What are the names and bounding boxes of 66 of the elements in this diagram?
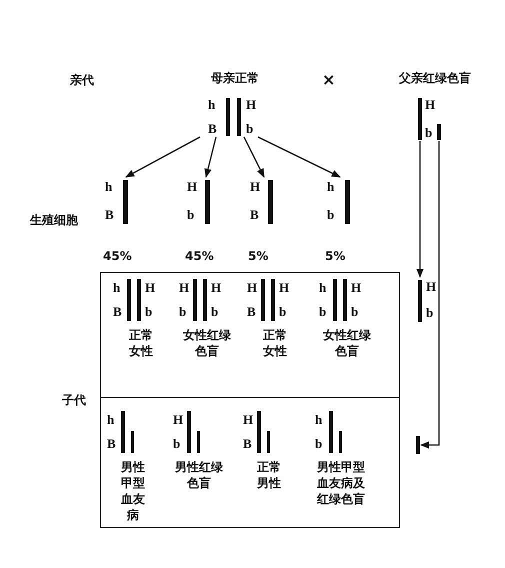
allele-label: h <box>327 180 334 194</box>
allele-label: H <box>179 281 190 295</box>
allele-label: h <box>208 98 216 112</box>
allele-label: B <box>247 305 256 319</box>
allele-label: H <box>351 281 362 295</box>
allele-label: b <box>327 208 334 222</box>
arrow <box>243 136 265 178</box>
phenotype-text: 男性红绿色盲 <box>174 459 224 491</box>
allele-label: B <box>105 208 114 222</box>
row-label: 生殖细胞 <box>30 212 78 228</box>
allele-label: H <box>246 98 256 112</box>
row-label: 亲代 <box>70 72 94 88</box>
allele-label: H <box>173 413 184 427</box>
allele-label: b <box>187 208 194 222</box>
phenotype-text: 女性红绿色盲 <box>182 327 232 359</box>
arrow <box>420 141 440 449</box>
allele-label: H <box>247 281 258 295</box>
allele-label: H <box>187 180 198 194</box>
phenotype-text: 正常女性 <box>128 327 154 359</box>
arrow <box>125 136 200 178</box>
allele-label: b <box>211 305 218 319</box>
arrow <box>204 136 217 178</box>
allele-label: h <box>113 281 120 295</box>
allele-label: H <box>279 281 290 295</box>
percentage-label: 5% <box>248 248 268 264</box>
allele-label: b <box>173 437 180 451</box>
chromosome <box>416 436 420 454</box>
allele-label: b <box>279 305 286 319</box>
parent-heading: 父亲红绿色盲 <box>398 70 472 86</box>
allele-label: H <box>425 98 436 112</box>
phenotype-text: 男性甲型血友病及红绿色盲 <box>316 459 366 507</box>
allele-label: H <box>243 413 254 427</box>
row-label: 子代 <box>62 392 86 408</box>
allele-label: H <box>145 281 156 295</box>
offspring-table <box>100 272 400 528</box>
allele-label: b <box>179 305 186 319</box>
percentage-label: 45% <box>103 248 132 264</box>
allele-label: B <box>243 437 252 451</box>
allele-label: H <box>250 180 260 194</box>
cross-symbol: × <box>322 72 336 88</box>
allele-label: B <box>113 305 122 319</box>
allele-label: b <box>319 305 326 319</box>
allele-label: h <box>105 180 112 194</box>
allele-label: b <box>425 126 432 140</box>
phenotype-text: 女性红绿色盲 <box>322 327 372 359</box>
allele-label: b <box>246 122 254 136</box>
allele-label: B <box>250 208 259 222</box>
allele-label: h <box>107 413 114 427</box>
allele-label: B <box>107 437 116 451</box>
phenotype-text: 正常女性 <box>262 327 288 359</box>
arrow <box>258 136 341 178</box>
allele-label: b <box>426 306 434 320</box>
percentage-label: 5% <box>325 248 346 264</box>
allele-label: b <box>145 305 152 319</box>
allele-label: b <box>315 437 322 451</box>
allele-label: B <box>208 122 217 136</box>
allele-label: h <box>315 413 322 427</box>
percentage-label: 45% <box>185 248 214 264</box>
allele-label: H <box>426 280 436 294</box>
allele-label: H <box>211 281 222 295</box>
allele-label: h <box>319 281 326 295</box>
phenotype-text: 正常男性 <box>256 459 282 491</box>
allele-label: b <box>351 305 358 319</box>
phenotype-text: 男性甲型血友病 <box>120 459 146 523</box>
parent-heading: 母亲正常 <box>210 70 260 86</box>
arrow <box>416 141 424 278</box>
